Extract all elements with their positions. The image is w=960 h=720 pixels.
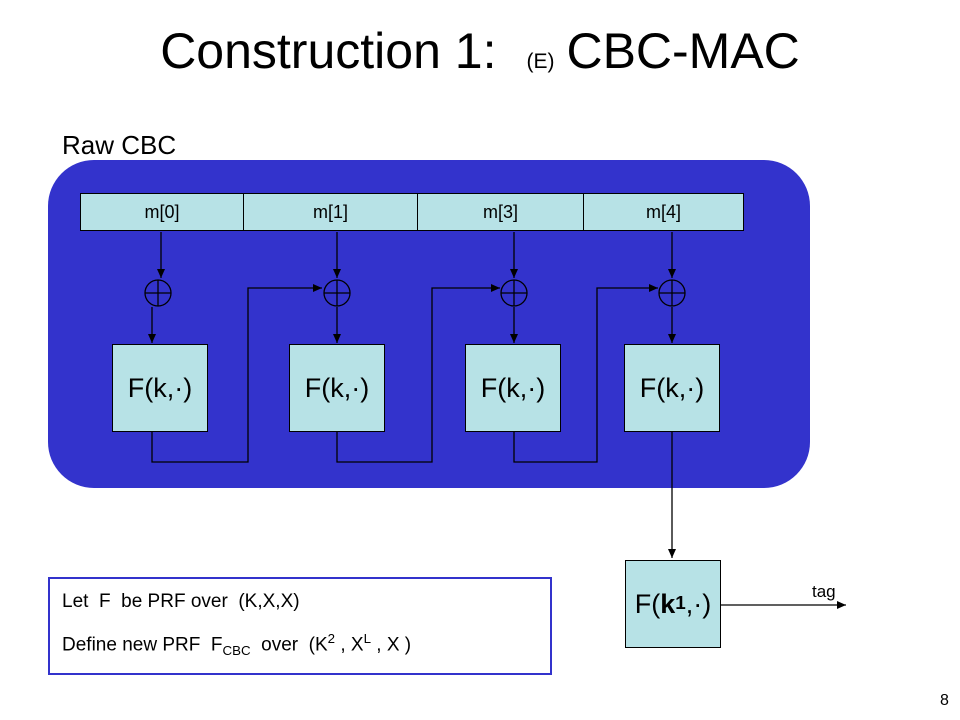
chain-f0-to-xor1 bbox=[151, 284, 322, 463]
final-key: k bbox=[660, 588, 676, 619]
def-sup-2: 2 bbox=[327, 631, 336, 646]
raw-cbc-label: Raw CBC bbox=[62, 130, 177, 160]
xor-symbol-1 bbox=[323, 279, 351, 307]
prf-box-3: F(k,·) bbox=[624, 344, 720, 432]
def-sup-l: L bbox=[363, 631, 371, 646]
message-blocks: m[0] m[1] m[3] m[4] bbox=[80, 193, 744, 231]
final-prefix: F( bbox=[634, 588, 661, 619]
tag-label: tag bbox=[812, 582, 836, 601]
prf-box-2: F(k,·) bbox=[465, 344, 561, 432]
final-suffix: ,·) bbox=[685, 588, 712, 619]
definition-line-2: Define new PRF FCBC over (K2 , XL , X ) bbox=[62, 631, 550, 671]
def-mid2: , X bbox=[335, 634, 364, 656]
xor-symbol-2 bbox=[500, 279, 528, 307]
slide-title: Construction 1: (E) CBC-MAC bbox=[0, 22, 960, 80]
prf-box-1: F(k,·) bbox=[289, 344, 385, 432]
prf-box-0: F(k,·) bbox=[112, 344, 208, 432]
message-block-3: m[4] bbox=[584, 194, 743, 230]
def-sub-cbc: CBC bbox=[222, 643, 251, 659]
title-small: (E) bbox=[526, 50, 555, 73]
definition-line-1: Let F be PRF over (K,X,X) bbox=[62, 591, 300, 612]
message-block-0: m[0] bbox=[81, 194, 244, 230]
page-number: 8 bbox=[940, 692, 949, 709]
chain-f2-to-xor3 bbox=[513, 284, 658, 463]
title-suffix: CBC-MAC bbox=[566, 23, 800, 79]
title-main: Construction 1: bbox=[160, 23, 497, 79]
final-key-sub: 1 bbox=[675, 593, 686, 614]
def-prefix: Define new PRF F bbox=[62, 634, 223, 656]
message-block-2: m[3] bbox=[418, 194, 584, 230]
definition-box: Let F be PRF over (K,X,X) Define new PRF… bbox=[48, 577, 552, 675]
message-block-1: m[1] bbox=[244, 194, 418, 230]
def-end: , X ) bbox=[370, 634, 412, 656]
def-mid: over (K bbox=[250, 634, 328, 656]
chain-f1-to-xor2 bbox=[336, 284, 500, 463]
xor-symbol-3 bbox=[658, 279, 686, 307]
xor-symbol-0 bbox=[144, 279, 172, 307]
